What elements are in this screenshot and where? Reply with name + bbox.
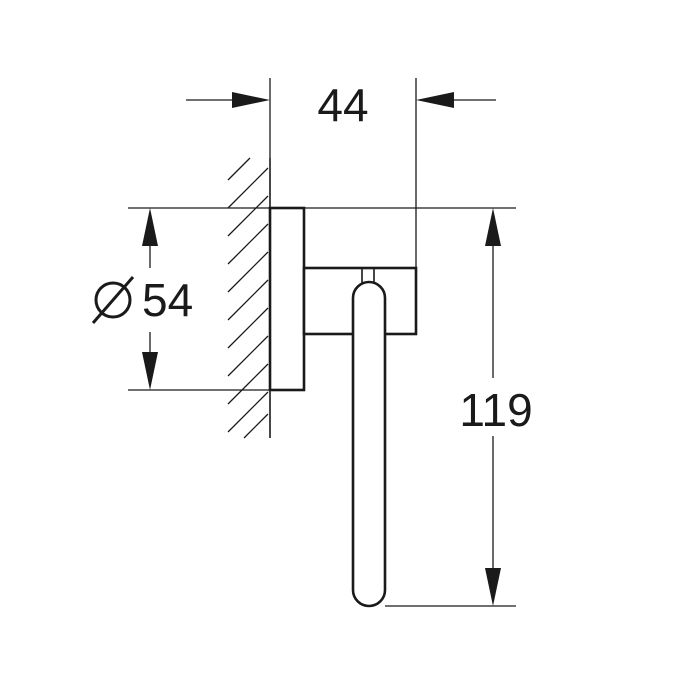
diameter-label: 54 xyxy=(142,274,193,326)
arrow-up xyxy=(142,208,158,246)
wall-hatching xyxy=(227,157,269,439)
height-label: 119 xyxy=(459,384,532,436)
arrow-right xyxy=(232,92,270,108)
towel-holder xyxy=(268,206,418,608)
towel-ring xyxy=(351,280,387,608)
arrow-up-right xyxy=(485,208,501,246)
arrow-left xyxy=(416,92,454,108)
arrow-down xyxy=(142,352,158,390)
diameter-symbol-icon xyxy=(91,276,135,324)
dimension-diameter: 54 xyxy=(91,207,270,391)
wall-rosette xyxy=(268,206,306,392)
wall xyxy=(227,157,271,439)
dimension-depth: 44 xyxy=(186,78,496,268)
arrow-down-right xyxy=(485,568,501,606)
depth-label: 44 xyxy=(317,79,368,131)
dimension-height: 119 xyxy=(304,207,533,607)
